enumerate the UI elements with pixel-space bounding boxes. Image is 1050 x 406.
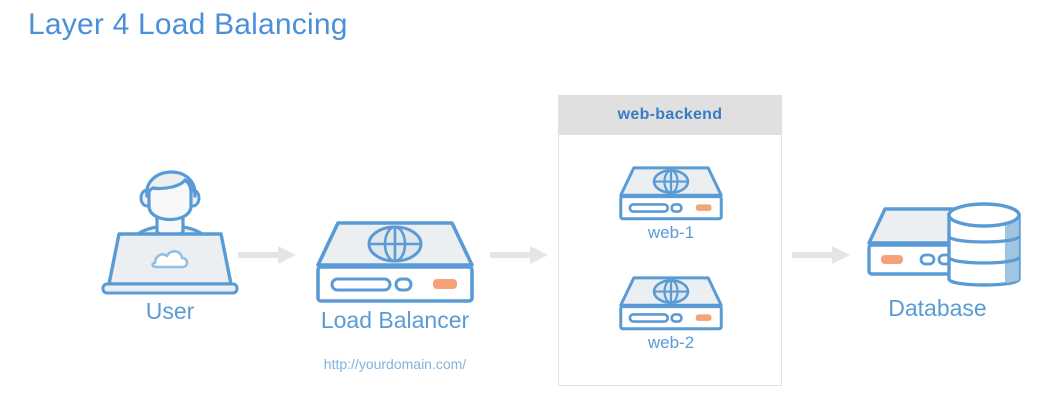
node-database: Database bbox=[845, 195, 1030, 325]
user-laptop-cloud-icon bbox=[101, 170, 239, 295]
page-title: Layer 4 Load Balancing bbox=[28, 8, 348, 41]
server-globe-icon bbox=[619, 276, 723, 331]
group-web-backend-header: web-backend bbox=[558, 95, 782, 135]
server-database-cylinder-icon bbox=[867, 202, 1021, 287]
node-user-label: User bbox=[145, 298, 195, 324]
arrow-user-to-load-balancer bbox=[238, 244, 300, 271]
node-load-balancer-url: http://yourdomain.com/ bbox=[323, 356, 467, 372]
group-web-backend-title: web-backend bbox=[617, 106, 723, 123]
node-web-2-label: web-2 bbox=[647, 333, 695, 352]
node-web-1-label: web-1 bbox=[647, 223, 695, 242]
node-web-2: web-2 bbox=[609, 271, 733, 361]
group-web-backend: web-backend web-1 bbox=[558, 95, 782, 386]
node-database-label: Database bbox=[888, 295, 987, 321]
arrow-web-backend-to-database bbox=[792, 244, 854, 271]
node-web-1: web-1 bbox=[609, 161, 733, 251]
server-globe-icon bbox=[316, 221, 474, 303]
node-load-balancer: Load Balancer http://yourdomain.com/ bbox=[300, 215, 490, 385]
node-load-balancer-label: Load Balancer bbox=[320, 307, 470, 333]
arrow-load-balancer-to-web-backend bbox=[490, 244, 552, 271]
node-user: User bbox=[95, 150, 245, 340]
server-globe-icon bbox=[619, 166, 723, 221]
